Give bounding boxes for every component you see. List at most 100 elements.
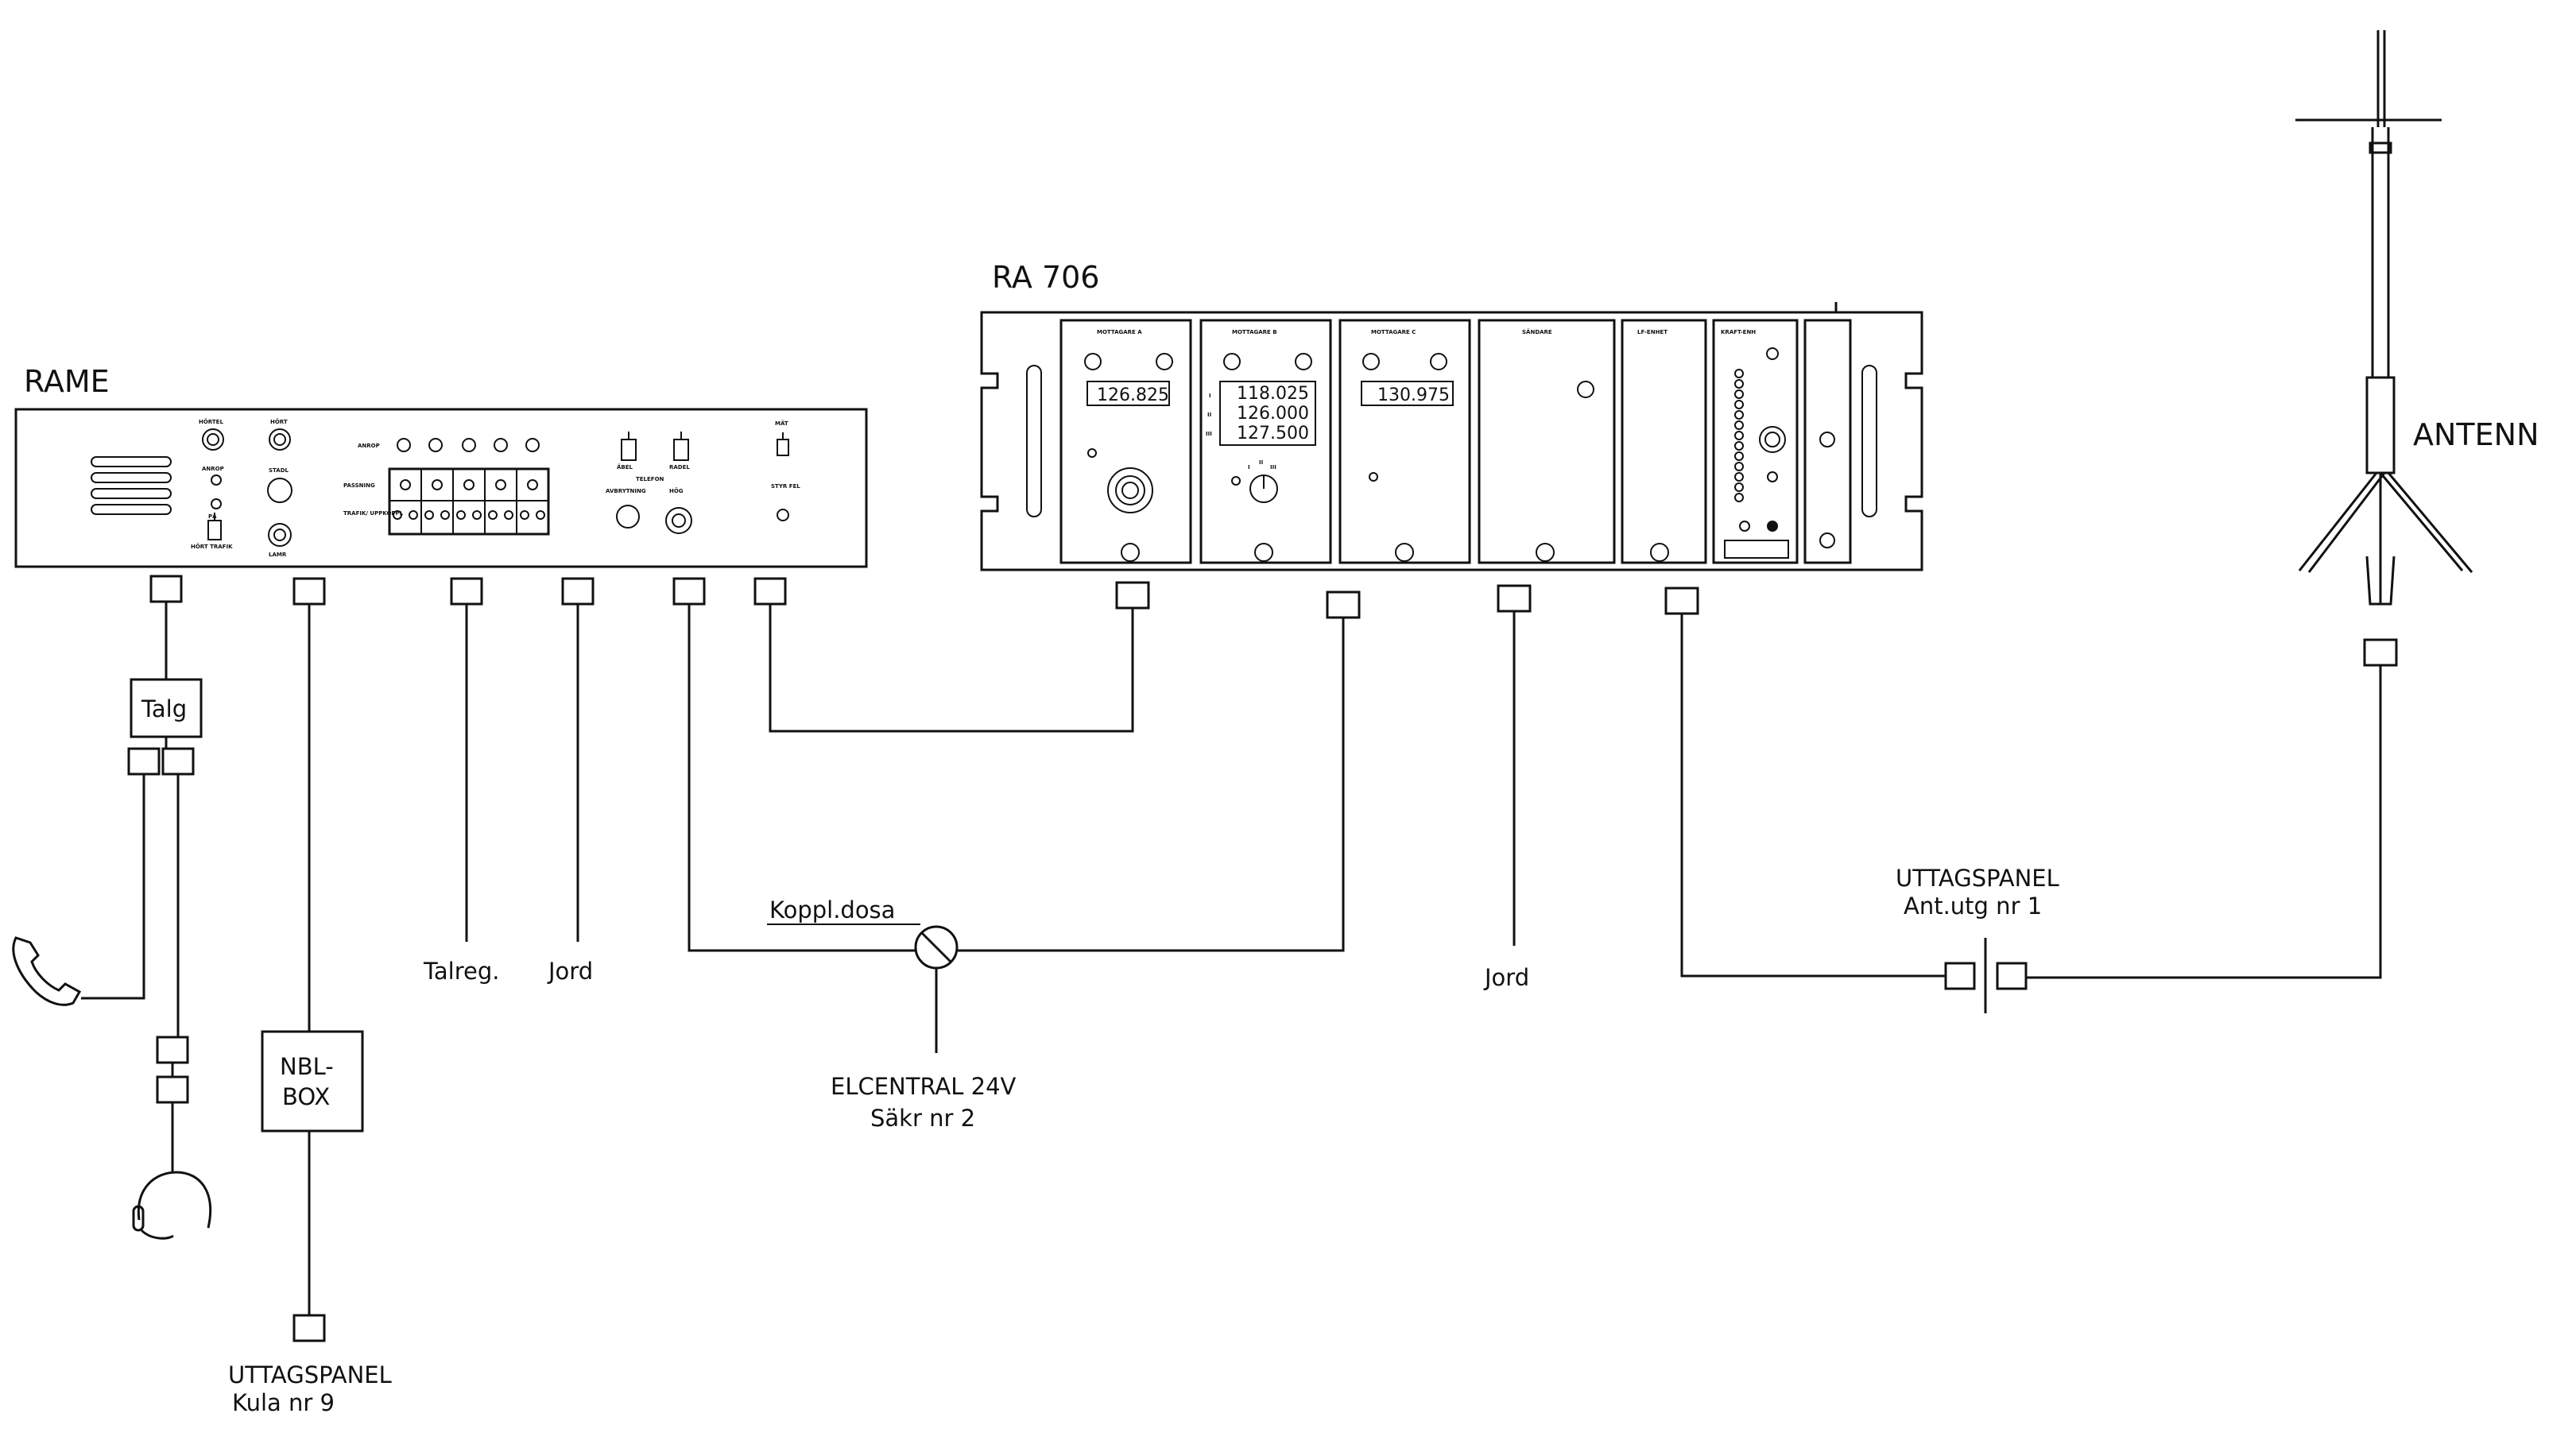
led-icon (1231, 476, 1241, 486)
abel-label: ÄBEL (617, 463, 633, 470)
hort-label: HÖRT (270, 418, 288, 425)
led-icon (1087, 448, 1097, 458)
jord-left-label: Jord (547, 958, 593, 985)
connector-icon (156, 1075, 189, 1104)
connector-icon (1536, 543, 1555, 562)
mottagare-c-freq: 130.975 (1377, 385, 1450, 405)
knob-icon[interactable] (1759, 426, 1786, 453)
toggle-switch-icon[interactable] (621, 432, 637, 461)
led-icon (1739, 521, 1750, 532)
rack-handle-left (1026, 365, 1042, 517)
nbl-box-label-1: NBL- (280, 1053, 334, 1080)
telefon-label: TELEFON (636, 476, 664, 482)
ra706-title: RA 706 (992, 260, 1099, 295)
lamr-label: LAMR (269, 552, 287, 558)
talg-label: Talg (141, 695, 187, 722)
mottagare-b-freq-3: 127.500 (1237, 424, 1309, 443)
rack-handle-right (1861, 365, 1877, 517)
led-icon (525, 438, 540, 452)
led-icon (428, 438, 443, 452)
elcentral-label-2: Säkr nr 2 (870, 1105, 975, 1132)
knob-mark-3: III (1270, 464, 1276, 470)
led-bar (1734, 369, 1744, 502)
mottagare-a-freq: 126.825 (1097, 385, 1169, 405)
led-icon (462, 438, 476, 452)
speaker-grille-icon (91, 456, 172, 515)
mottagare-b-roman-2: II (1207, 412, 1211, 418)
connector-icon (292, 577, 326, 606)
connector-icon (1254, 543, 1273, 562)
connector-icon (1650, 543, 1669, 562)
sandare-title: SÄNDARE (1522, 328, 1552, 335)
connector-icon (1996, 962, 2028, 990)
mottagare-a-title: MOTTAGARE A (1097, 329, 1142, 335)
lf-enhet-title: LF-ENHET (1637, 329, 1668, 335)
avbrytning-label: AVBRYTNING (606, 488, 646, 494)
toggle-switch-icon[interactable] (673, 432, 689, 461)
led-icon (397, 438, 411, 452)
knob-icon[interactable] (202, 428, 224, 451)
trafik-uppkoppl-label: TRAFIK/ UPPKOPPL (343, 510, 404, 517)
led-icon (1767, 471, 1778, 482)
uttagspanel-kula-label-2: Kula nr 9 (232, 1389, 335, 1416)
mottagare-b-roman-3: III (1206, 431, 1212, 437)
mottagare-b-freq-2: 126.000 (1237, 404, 1309, 424)
led-icon (1767, 521, 1778, 532)
knob-icon[interactable] (1107, 467, 1153, 513)
connector-icon (1497, 584, 1532, 613)
connector-icon (561, 577, 595, 606)
anrop-label: ANROP (202, 466, 224, 472)
connector-icon (149, 575, 183, 603)
passning-label: PASSNING (343, 482, 375, 489)
horstel-label: HÖRTEL (199, 418, 223, 425)
connector-icon (292, 1314, 326, 1342)
switch-block[interactable] (388, 467, 550, 536)
module-mottagare-c: MOTTAGARE C 130.975 (1338, 319, 1471, 564)
headset-icon (132, 1171, 212, 1240)
telephone-handset-icon (12, 936, 82, 1006)
mottagare-a-display (1087, 381, 1170, 406)
module-sandare: SÄNDARE (1478, 319, 1616, 564)
led-icon (494, 438, 508, 452)
connector-icon (1944, 962, 1976, 990)
rame-title: RAME (24, 364, 110, 399)
led-icon (211, 474, 222, 486)
connector-icon (450, 577, 483, 606)
led-icon (777, 509, 789, 521)
led-icon (211, 498, 222, 509)
knob-icon[interactable] (268, 523, 292, 547)
connector-icon (1326, 591, 1361, 619)
module-kraft-enh: KRAFT-ENH (1712, 319, 1799, 564)
mottagare-b-roman-1: I (1209, 393, 1211, 399)
mat-label: MÄT (775, 420, 788, 427)
knob-icon[interactable] (665, 507, 692, 534)
ra706-rack (980, 311, 1923, 571)
connector-icon (127, 747, 161, 776)
wiring: Talg NBL- BOX UTTAGSPANEL Kula nr 9 Talr… (12, 575, 2398, 1416)
knob-icon[interactable] (269, 428, 291, 451)
antenna-icon (2295, 30, 2473, 606)
hort-trafik-label: HÖRT TRAFIK (191, 543, 233, 550)
nbl-box (261, 1030, 364, 1133)
jord-right-label: Jord (1483, 964, 1529, 991)
hog-label: HÖG (669, 487, 684, 494)
rame-unit: RAME HÖRTEL ANROP PÅ HÖRT TRAFIK HÖRT ST… (14, 364, 868, 568)
pa-label: PÅ (208, 513, 217, 520)
mottagare-c-display (1361, 381, 1454, 406)
connector-icon (1115, 581, 1150, 610)
mottagare-b-title: MOTTAGARE B (1232, 329, 1277, 335)
styr-fel-label: STYR FEL (771, 483, 800, 490)
led-icon (1369, 472, 1378, 482)
uttagspanel-ant-label-1: UTTAGSPANEL (1896, 865, 2059, 892)
knob-icon[interactable] (267, 478, 292, 503)
connector-icon (156, 1036, 189, 1064)
mottagare-c-title: MOTTAGARE C (1371, 329, 1416, 335)
elcentral-label-1: ELCENTRAL 24V (831, 1073, 1017, 1100)
knob-icon[interactable] (616, 505, 640, 529)
toggle-switch-icon[interactable] (777, 432, 789, 456)
connector-icon (1121, 543, 1140, 562)
toggle-switch-icon[interactable] (207, 513, 222, 540)
uttagspanel-kula-label-1: UTTAGSPANEL (228, 1361, 392, 1388)
connector-icon (1664, 587, 1699, 615)
knob-mark-1: I (1248, 464, 1250, 470)
